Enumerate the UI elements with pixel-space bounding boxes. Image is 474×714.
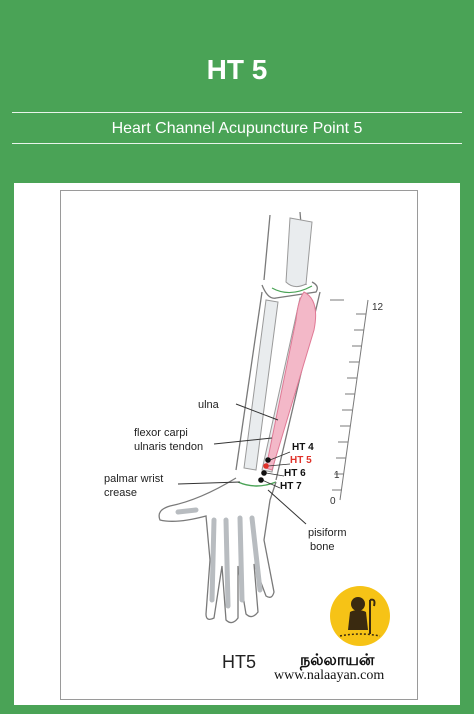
pisiform-leader [267, 489, 307, 525]
page-title: HT 5 [206, 54, 268, 85]
point-ht4 [265, 457, 271, 463]
scale-label-0: 0 [330, 496, 336, 507]
scale-axis [339, 299, 369, 501]
label-flexor-2: ulnaris tendon [134, 441, 203, 453]
page-subtitle: Heart Channel Acupuncture Point 5 [111, 120, 363, 137]
wrist-crease [237, 481, 277, 487]
radius-bone [243, 299, 279, 471]
label-palmar-1: palmar wrist [104, 473, 163, 485]
label-ht7: HT 7 [280, 481, 302, 492]
palmar-leader [177, 481, 241, 485]
point-ht7 [258, 477, 264, 483]
elbow-crease [271, 285, 313, 294]
hand-bones [175, 507, 263, 609]
label-pisiform-2: bone [310, 541, 334, 553]
point-ht6 [261, 470, 267, 476]
ulna-leader [235, 403, 279, 421]
label-pisiform-1: pisiform [308, 527, 347, 539]
flexor-muscle [265, 291, 317, 471]
ht7-leader [261, 479, 281, 489]
ht4-leader [269, 451, 291, 461]
label-palmar-2: crease [104, 487, 137, 499]
brand-url[interactable]: www.nalaayan.com [274, 668, 385, 683]
shepherd-icon [339, 597, 381, 637]
forearm-outline-left [235, 291, 263, 471]
scale-ticks [332, 313, 366, 491]
flexor-leader [213, 437, 273, 445]
label-ht5: HT 5 [290, 455, 312, 466]
divider-bottom [12, 143, 462, 144]
divider-top [12, 112, 462, 113]
point-ht5 [263, 463, 269, 469]
ht5-leader [267, 463, 291, 467]
label-ht4: HT 4 [292, 442, 314, 453]
elbow-outline [261, 281, 318, 299]
hand-outline [158, 477, 277, 624]
ht6-leader [265, 472, 285, 477]
brand-logo [330, 586, 390, 646]
scale-label-12: 12 [372, 302, 384, 313]
humerus-bone [285, 217, 313, 288]
label-ht6: HT 6 [284, 468, 306, 479]
label-flexor-1: flexor carpi [134, 427, 188, 439]
diagram-caption: HT5 [222, 652, 256, 672]
brand-name: நல்லாயன் [300, 650, 375, 669]
scale-label-1: 1 [334, 470, 340, 481]
label-ulna: ulna [198, 399, 220, 411]
